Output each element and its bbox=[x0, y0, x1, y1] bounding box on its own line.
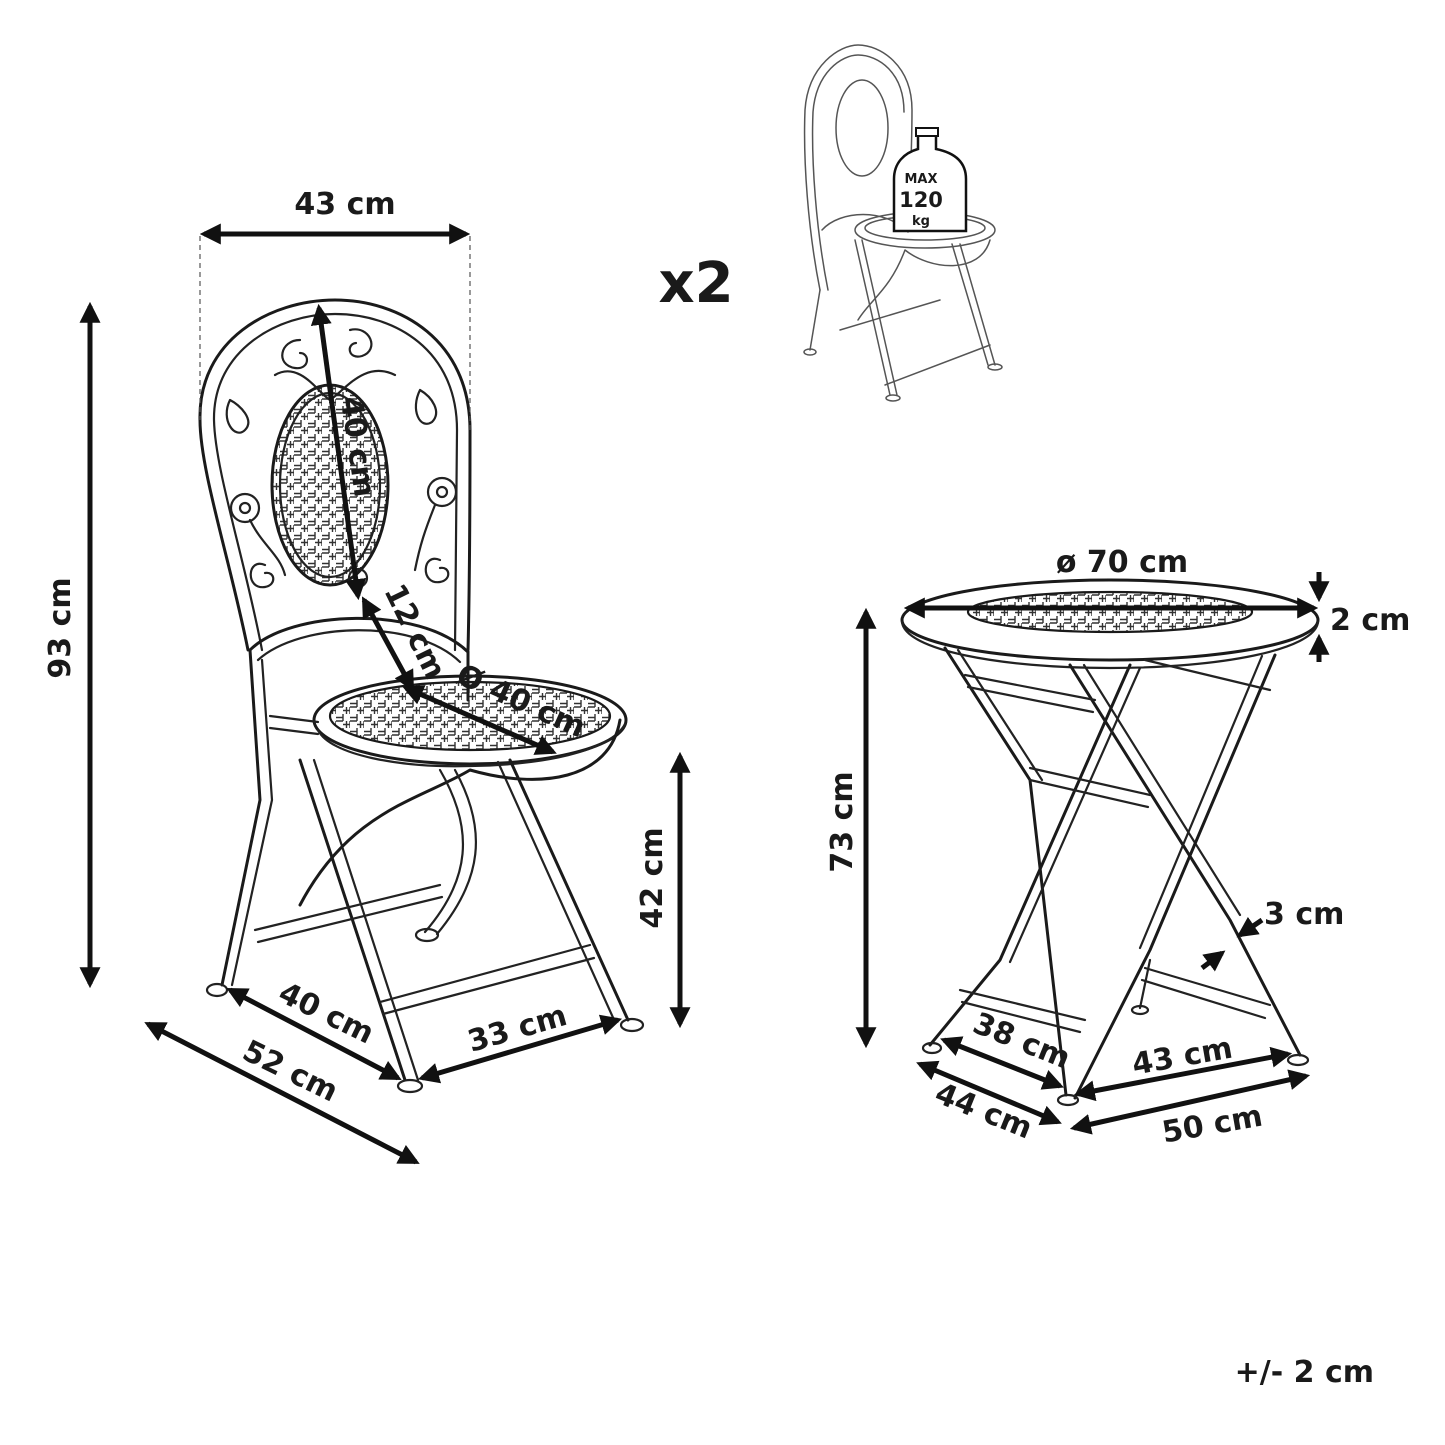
table-leg-thickness-label: 3 cm bbox=[1264, 897, 1344, 932]
table-labels: ø 70 cm 2 cm 73 cm 3 cm 38 cm 44 cm 43 c… bbox=[825, 545, 1410, 1151]
tolerance-note: +/- 2 cm bbox=[1235, 1355, 1374, 1390]
quantity-multiplier: x2 bbox=[658, 251, 733, 316]
chair-labels: 43 cm 93 cm 40 cm 12 cm Ø 40 cm 42 cm 40… bbox=[43, 187, 670, 1109]
weight-icon bbox=[892, 133, 968, 233]
tabletop-weave bbox=[966, 590, 1254, 634]
chair-seat-height-label: 42 cm bbox=[635, 827, 670, 928]
table-drawing bbox=[900, 578, 1320, 1107]
chair-dimension-arrows bbox=[79, 223, 691, 1165]
max-load-line2: 120 bbox=[899, 188, 943, 212]
chair-width-label: 43 cm bbox=[294, 187, 395, 222]
table-dimension-arrows bbox=[855, 572, 1330, 1135]
table-top-thickness-label: 2 cm bbox=[1330, 603, 1410, 638]
max-load-line3: kg bbox=[912, 214, 930, 229]
table-depth-outer-label: 44 cm bbox=[930, 1076, 1037, 1146]
table-height-label: 73 cm bbox=[825, 771, 860, 872]
max-load-chair-drawing: MAX 120 kg bbox=[803, 44, 1003, 402]
chair-height-label: 93 cm bbox=[43, 577, 78, 678]
max-load-line1: MAX bbox=[904, 172, 937, 187]
table-diameter-label: ø 70 cm bbox=[1056, 545, 1188, 580]
